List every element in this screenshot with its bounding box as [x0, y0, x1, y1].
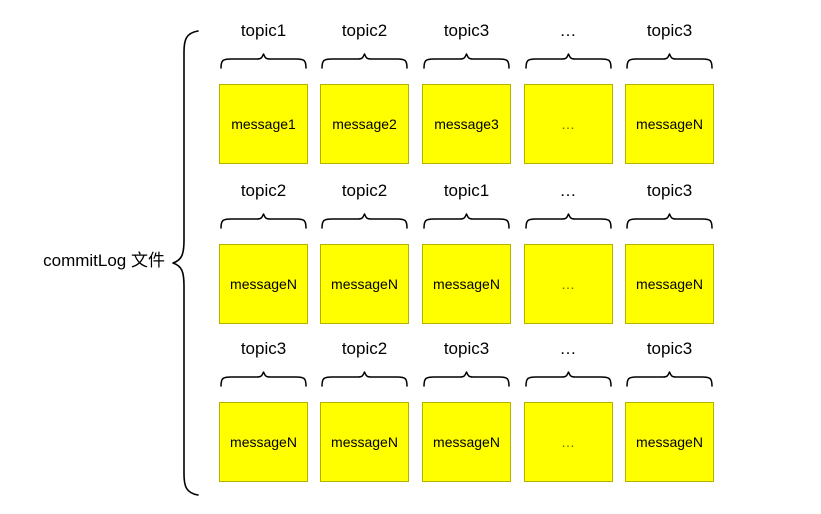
- message-label-ellipsis: …: [561, 434, 576, 450]
- topic-label: topic1: [240, 21, 287, 40]
- message-cell: topic3 messageN: [219, 338, 308, 483]
- topic-brace-icon: [321, 371, 408, 387]
- topic-label-ellipsis: …: [559, 339, 578, 358]
- message-cell: topic2 message2: [320, 20, 409, 165]
- message-box-ellipsis: …: [524, 402, 613, 482]
- message-label: messageN: [433, 434, 500, 450]
- message-label: message2: [332, 116, 397, 132]
- message-label: messageN: [230, 434, 297, 450]
- message-box[interactable]: messageN: [625, 402, 714, 482]
- topic-brace-icon: [423, 371, 510, 387]
- message-label-ellipsis: …: [561, 276, 576, 292]
- message-cell: topic3 message3: [422, 20, 511, 165]
- message-box-ellipsis: …: [524, 244, 613, 324]
- message-cell: topic3 messageN: [422, 338, 511, 483]
- commitlog-file-label: commitLog 文件: [43, 251, 165, 270]
- topic-label-ellipsis: …: [559, 181, 578, 200]
- message-label: messageN: [433, 276, 500, 292]
- commitlog-row: topic2 messageN topic2 messageN topic1: [219, 180, 719, 325]
- message-label: messageN: [331, 434, 398, 450]
- topic-label: topic2: [341, 21, 388, 40]
- commitlog-row: topic3 messageN topic2 messageN topic3: [219, 338, 719, 483]
- message-box[interactable]: messageN: [219, 244, 308, 324]
- topic-brace-icon: [626, 213, 713, 229]
- message-label: messageN: [636, 276, 703, 292]
- topic-label: topic3: [443, 339, 490, 358]
- message-cell: topic3 messageN: [625, 20, 714, 165]
- topic-label: topic3: [646, 181, 693, 200]
- topic-brace-icon: [525, 213, 612, 229]
- message-box-ellipsis: …: [524, 84, 613, 164]
- topic-brace-icon: [626, 371, 713, 387]
- topic-label: topic3: [646, 21, 693, 40]
- message-cell: topic3 messageN: [625, 180, 714, 325]
- message-label: message3: [434, 116, 499, 132]
- message-cell: topic2 messageN: [320, 338, 409, 483]
- message-cell-ellipsis: … …: [524, 20, 613, 165]
- message-label-ellipsis: …: [561, 116, 576, 132]
- message-label: messageN: [331, 276, 398, 292]
- message-box[interactable]: messageN: [219, 402, 308, 482]
- topic-label: topic2: [341, 181, 388, 200]
- message-box[interactable]: messageN: [422, 402, 511, 482]
- topic-brace-icon: [423, 213, 510, 229]
- message-cell: topic2 messageN: [219, 180, 308, 325]
- message-label: messageN: [636, 434, 703, 450]
- topic-brace-icon: [220, 53, 307, 69]
- topic-label: topic2: [341, 339, 388, 358]
- message-label: message1: [231, 116, 296, 132]
- message-cell-ellipsis: … …: [524, 180, 613, 325]
- message-box[interactable]: message2: [320, 84, 409, 164]
- topic-brace-icon: [321, 53, 408, 69]
- topic-label: topic3: [646, 339, 693, 358]
- message-box[interactable]: message1: [219, 84, 308, 164]
- topic-label: topic3: [443, 21, 490, 40]
- topic-label: topic3: [240, 339, 287, 358]
- topic-brace-icon: [321, 213, 408, 229]
- message-cell: topic2 messageN: [320, 180, 409, 325]
- message-label: messageN: [230, 276, 297, 292]
- message-box[interactable]: messageN: [625, 84, 714, 164]
- topic-brace-icon: [525, 53, 612, 69]
- commitlog-row: topic1 message1 topic2 message2 topic3: [219, 20, 719, 165]
- message-label: messageN: [636, 116, 703, 132]
- topic-brace-icon: [525, 371, 612, 387]
- message-cell: topic1 message1: [219, 20, 308, 165]
- message-cell: topic3 messageN: [625, 338, 714, 483]
- message-cell-ellipsis: … …: [524, 338, 613, 483]
- message-box[interactable]: messageN: [625, 244, 714, 324]
- topic-brace-icon: [220, 371, 307, 387]
- message-box[interactable]: message3: [422, 84, 511, 164]
- topic-brace-icon: [220, 213, 307, 229]
- message-box[interactable]: messageN: [320, 402, 409, 482]
- topic-brace-icon: [626, 53, 713, 69]
- topic-label-ellipsis: …: [559, 21, 578, 40]
- message-box[interactable]: messageN: [422, 244, 511, 324]
- message-box[interactable]: messageN: [320, 244, 409, 324]
- message-cell: topic1 messageN: [422, 180, 511, 325]
- topic-label: topic1: [443, 181, 490, 200]
- topic-brace-icon: [423, 53, 510, 69]
- commitlog-group-brace-icon: [172, 30, 199, 496]
- topic-label: topic2: [240, 181, 287, 200]
